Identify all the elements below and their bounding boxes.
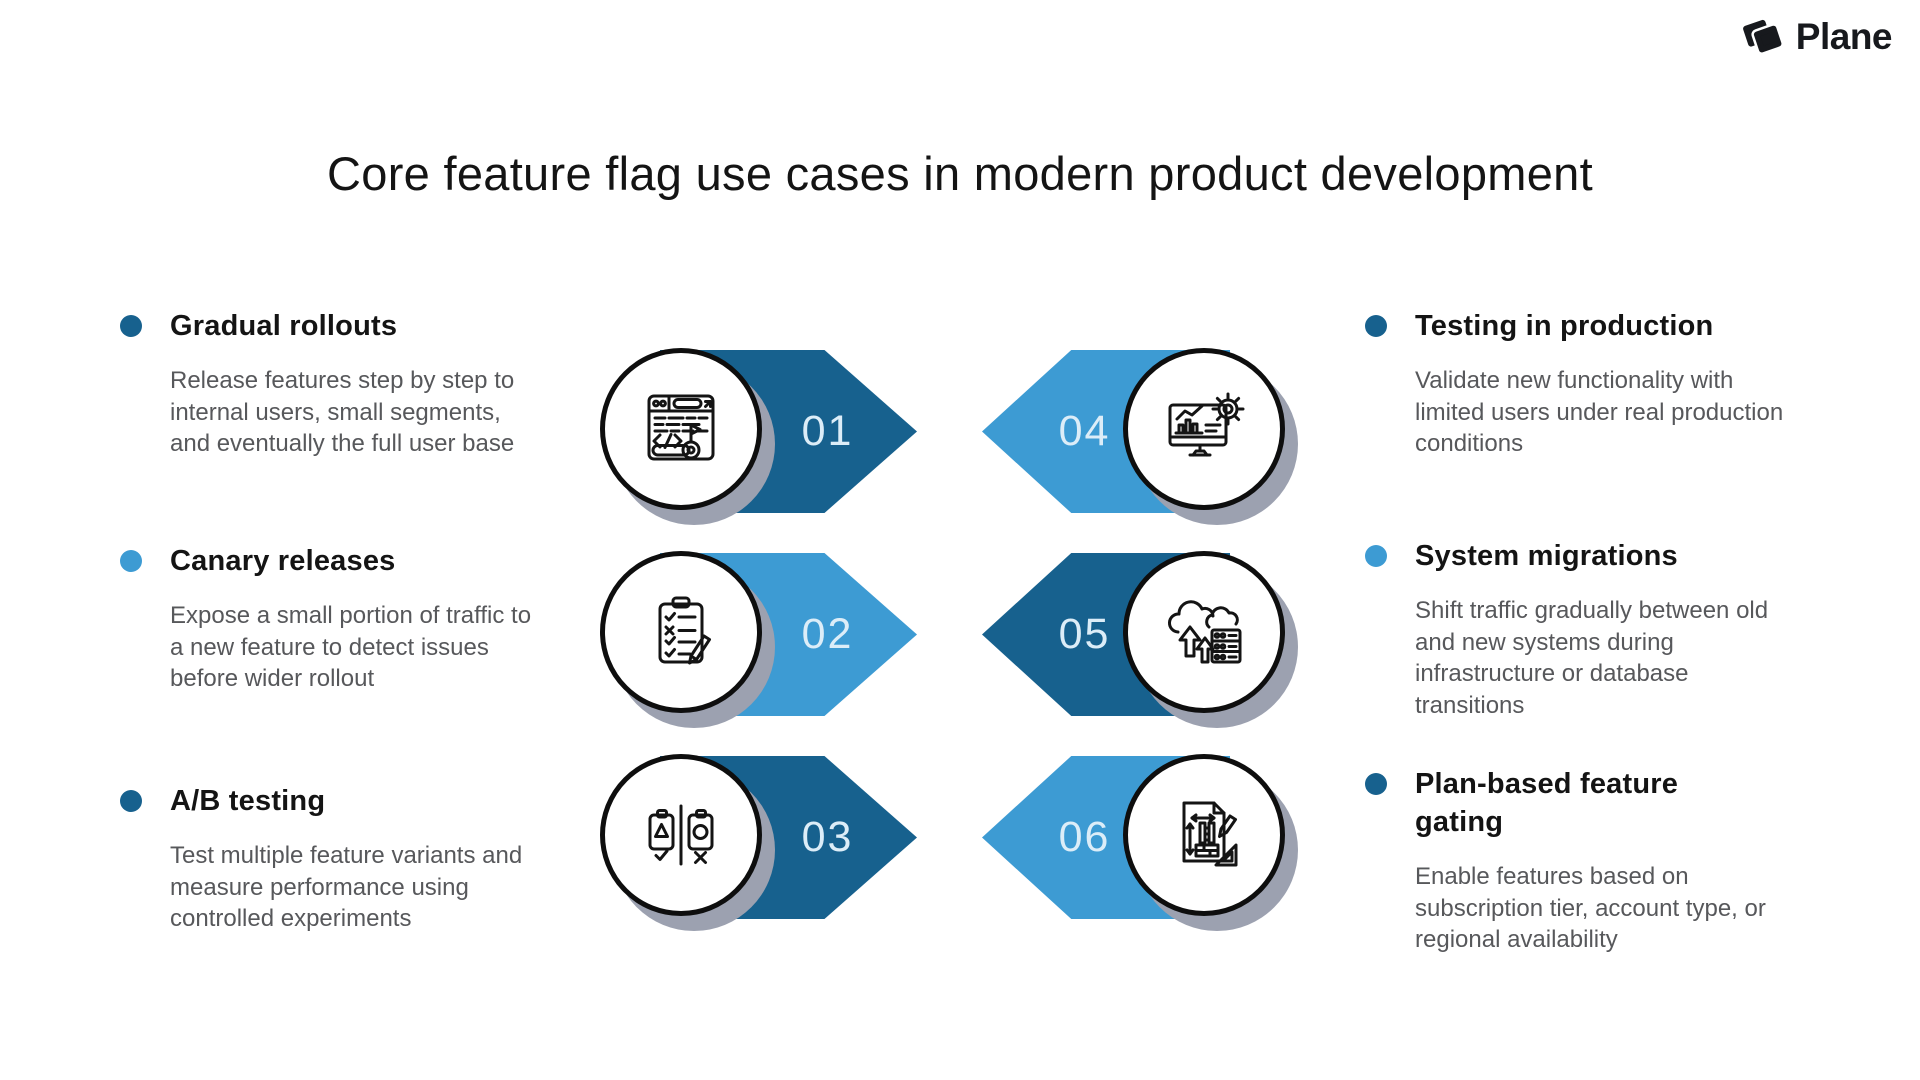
step-card-05: 05 (980, 551, 1310, 731)
icon-circle (1123, 754, 1285, 916)
ab-compare-icon (648, 804, 714, 866)
use-case-heading: Canary releases (170, 545, 396, 577)
step-number: 05 (1058, 610, 1111, 658)
icon-circle (600, 551, 762, 713)
step-card-03: 03 (600, 754, 930, 934)
icon-circle (600, 348, 762, 510)
monitor-gear-icon (1168, 392, 1245, 457)
use-case-system-migrations: System migrations Shift traffic graduall… (1365, 537, 1845, 721)
use-case-description: Enable features based on subscription ti… (1415, 863, 1766, 953)
step-number: 02 (801, 610, 854, 658)
icon-circle (1123, 348, 1285, 510)
browser-code-icon (647, 394, 715, 461)
step-number: 01 (801, 407, 854, 455)
step-number: 04 (1058, 407, 1111, 455)
plane-logo-text: Plane (1795, 16, 1893, 57)
icon-circle (600, 754, 762, 916)
bullet-dot (120, 790, 142, 812)
use-case-heading: A/B testing (170, 785, 326, 817)
step-card-01: 01 (600, 348, 930, 528)
page-title: Core feature flag use cases in modern pr… (327, 147, 1593, 200)
use-case-description: Validate new functionality with limited … (1415, 367, 1784, 457)
bullet-dot (120, 550, 142, 572)
step-number: 03 (801, 813, 854, 861)
icon-circle (1123, 551, 1285, 713)
use-case-ab-testing: A/B testing Test multiple feature varian… (120, 782, 600, 935)
use-case-canary-releases: Canary releases Expose a small portion o… (120, 542, 600, 695)
step-number: 06 (1058, 813, 1111, 861)
use-case-plan-based-gating: Plan-based feature gating Enable feature… (1365, 765, 1845, 956)
use-case-heading: Plan-based feature gating (1415, 768, 1679, 838)
step-card-04: 04 (980, 348, 1310, 528)
use-case-description: Expose a small portion of traffic to a n… (170, 602, 532, 692)
bullet-dot (1365, 545, 1387, 567)
cloud-migration-icon (1168, 600, 1242, 664)
use-case-description: Test multiple feature variants and measu… (170, 842, 523, 932)
plane-logo-icon (1742, 19, 1784, 55)
use-case-gradual-rollouts: Gradual rollouts Release features step b… (120, 307, 600, 460)
bullet-dot (1365, 773, 1387, 795)
use-case-testing-in-production: Testing in production Validate new funct… (1365, 307, 1845, 460)
step-card-02: 02 (600, 551, 930, 731)
use-case-heading: System migrations (1415, 540, 1678, 572)
use-case-heading: Gradual rollouts (170, 310, 398, 342)
use-case-description: Release features step by step to interna… (170, 367, 515, 457)
step-card-06: 06 (980, 754, 1310, 934)
clipboard-checklist-icon (658, 596, 711, 665)
bullet-dot (120, 315, 142, 337)
use-case-description: Shift traffic gradually between old and … (1415, 597, 1769, 719)
blueprint-plan-icon (1182, 801, 1238, 867)
bullet-dot (1365, 315, 1387, 337)
use-case-heading: Testing in production (1415, 310, 1714, 342)
plane-logo: Plane (1736, 16, 1893, 58)
